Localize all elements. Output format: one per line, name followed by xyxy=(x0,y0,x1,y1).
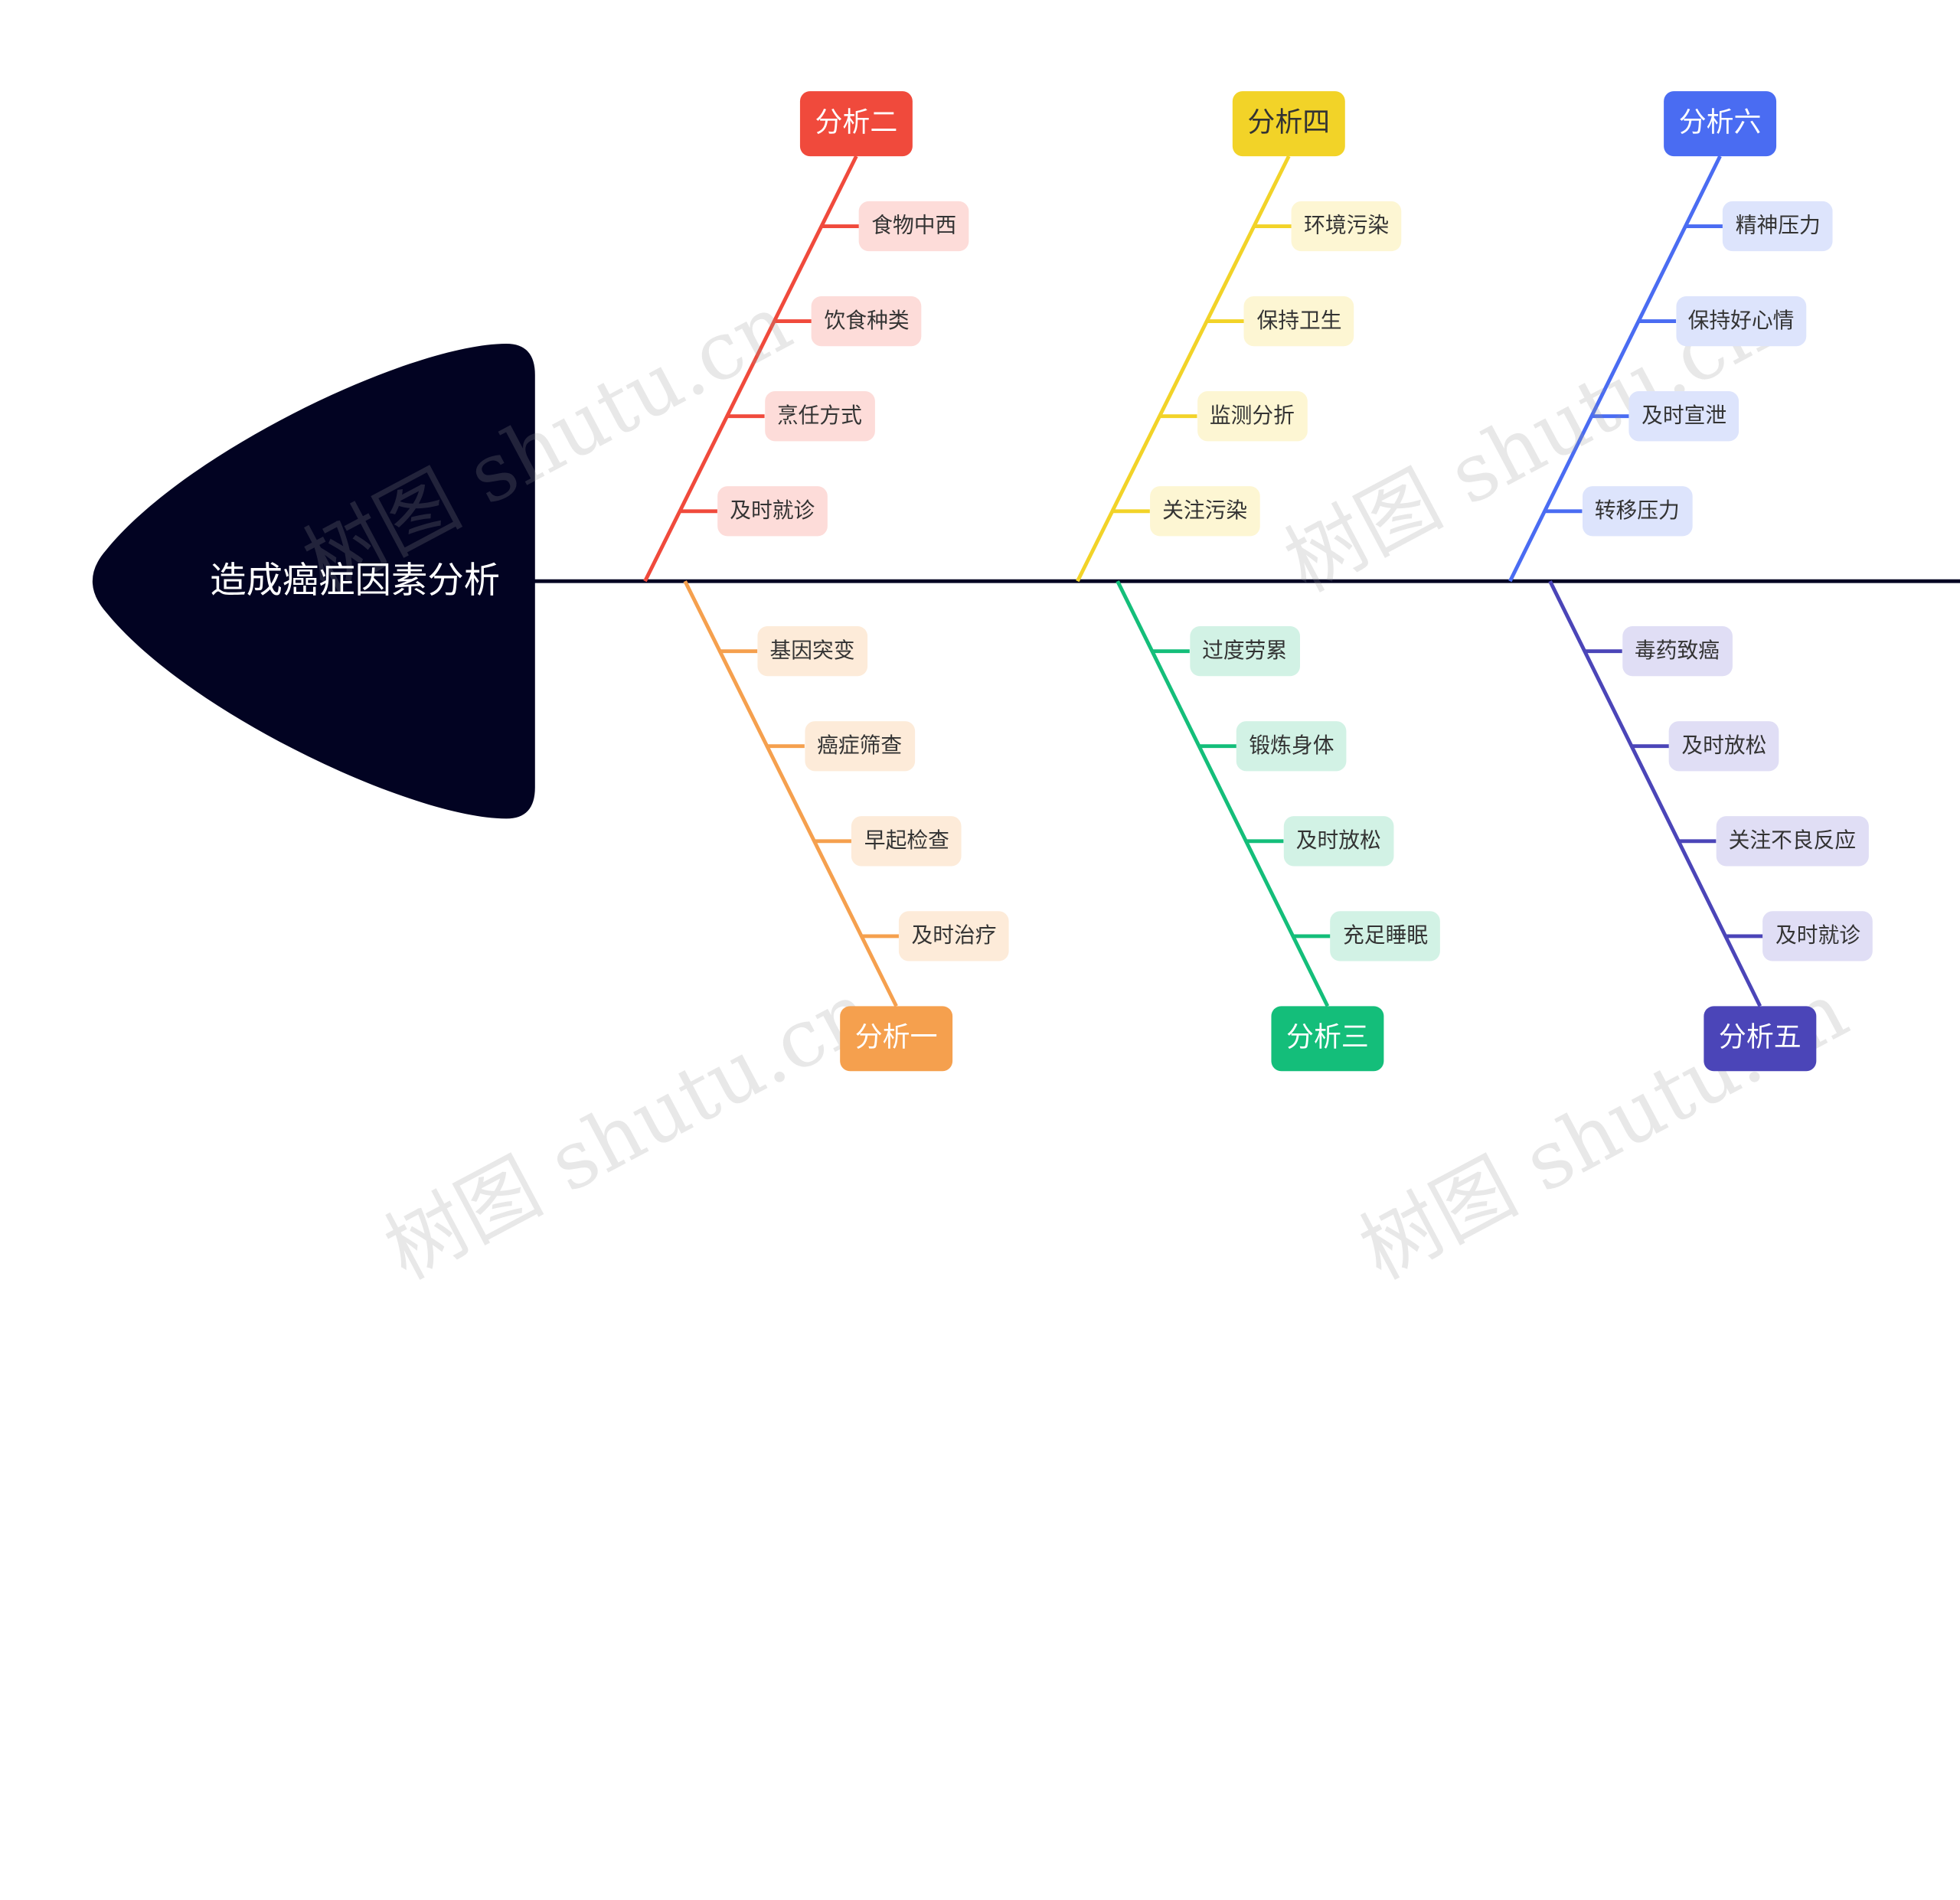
leaf-topic[interactable]: 癌症筛查 xyxy=(804,721,915,772)
leaf-topic[interactable]: 早起检查 xyxy=(851,816,962,867)
leaf-topic[interactable]: 及时放松 xyxy=(1283,816,1394,867)
leaf-topic[interactable]: 基因突变 xyxy=(757,625,867,677)
leaf-topic[interactable]: 饮食种类 xyxy=(812,295,922,347)
leaf-topic[interactable]: 锻炼身体 xyxy=(1236,721,1347,772)
leaf-topic[interactable]: 食物中西 xyxy=(858,201,969,252)
leaf-topic[interactable]: 及时治疗 xyxy=(899,911,1009,961)
category-topic[interactable]: 分析三 xyxy=(1271,1006,1384,1072)
leaf-topic[interactable]: 保持好心情 xyxy=(1676,295,1806,347)
fishbone-diagram xyxy=(92,155,1960,1007)
leaf-topic[interactable]: 转移压力 xyxy=(1582,486,1693,537)
leaf-topic[interactable]: 环境污染 xyxy=(1291,201,1402,252)
leaf-topic[interactable]: 关注污染 xyxy=(1149,486,1260,537)
leaf-topic[interactable]: 毒药致癌 xyxy=(1622,625,1733,677)
category-topic[interactable]: 分析四 xyxy=(1232,91,1345,157)
leaf-topic[interactable]: 及时放松 xyxy=(1669,721,1779,772)
leaf-topic[interactable]: 保持卫生 xyxy=(1244,295,1354,347)
fish-head-shape xyxy=(92,343,535,819)
leaf-topic[interactable]: 关注不良反应 xyxy=(1716,816,1869,867)
category-topic[interactable]: 分析五 xyxy=(1704,1006,1817,1072)
leaf-topic[interactable]: 过度劳累 xyxy=(1189,625,1300,677)
leaf-topic[interactable]: 及时宣泄 xyxy=(1628,391,1740,442)
category-topic[interactable]: 分析二 xyxy=(799,91,913,157)
leaf-topic[interactable]: 充足睡眠 xyxy=(1330,911,1441,961)
leaf-topic[interactable]: 及时就诊 xyxy=(1762,911,1873,961)
leaf-topic[interactable]: 精神压力 xyxy=(1723,201,1834,252)
category-topic[interactable]: 分析六 xyxy=(1664,91,1777,157)
category-topic[interactable]: 分析一 xyxy=(840,1006,953,1072)
leaf-topic[interactable]: 烹任方式 xyxy=(764,391,875,442)
leaf-topic[interactable]: 及时就诊 xyxy=(717,486,828,537)
leaf-topic[interactable]: 监测分折 xyxy=(1197,391,1308,442)
root-topic[interactable]: 造成癌症因素分析 xyxy=(210,558,501,602)
